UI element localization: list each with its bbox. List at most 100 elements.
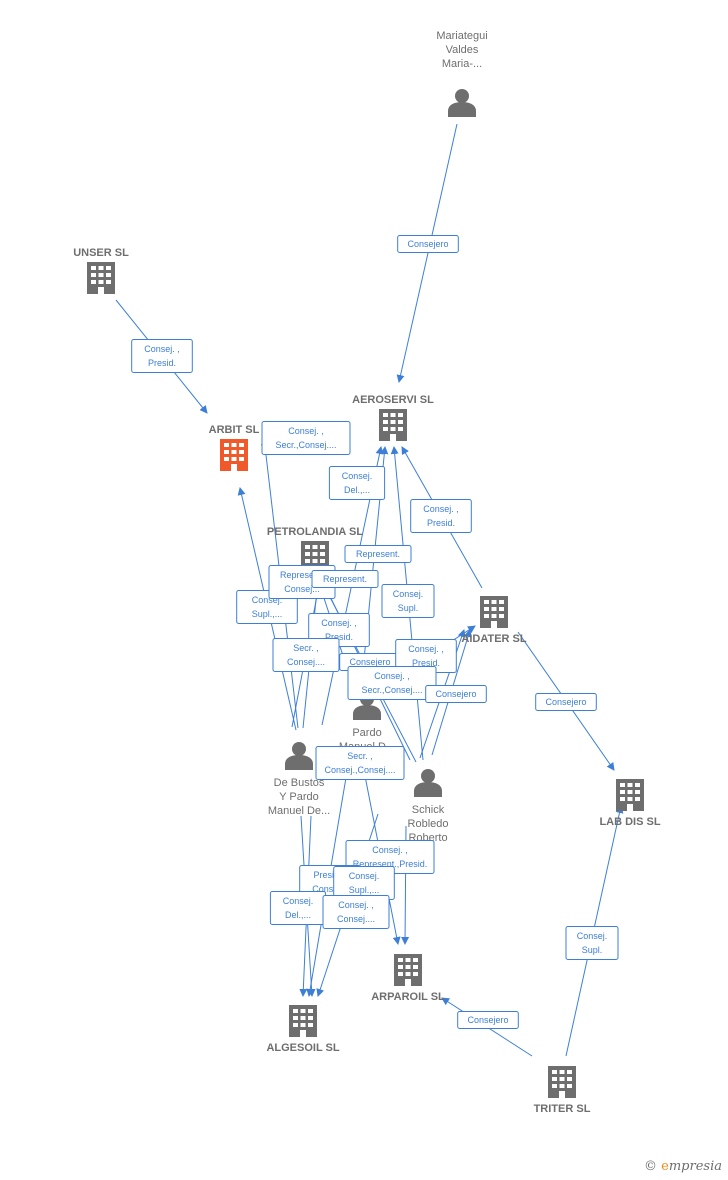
node-label-arparoil: ARPAROIL SL	[371, 991, 445, 1003]
edge-label-box	[381, 584, 435, 618]
edge-label-aidater-labdis[interactable]: Consejero	[535, 693, 597, 711]
edge-label-text: Presid.	[412, 658, 440, 668]
edge-label-text: Represent.	[280, 570, 324, 580]
edge-label-text: Secr. ,	[293, 643, 319, 653]
node-label-arbit: ARBIT SL	[209, 424, 260, 436]
edge-label-debustos-algesoil[interactable]: Consej. Supl.,...	[333, 866, 395, 900]
edge-label-box	[425, 685, 487, 703]
edge-label-text: Consejero	[349, 657, 390, 667]
edge-label-text: Consej.	[349, 871, 380, 881]
edge-label-text: Consej. ,	[372, 845, 408, 855]
company-node-arbit[interactable]: ARBIT SL	[209, 424, 260, 471]
edge-label-text: Del.,...	[344, 485, 370, 495]
edge-label-text: Consej...	[284, 584, 320, 594]
edge-label-text: Presid.	[427, 518, 455, 528]
edge-label-box	[261, 421, 351, 455]
brand-name: mpresia	[668, 1159, 722, 1174]
edge-label-text: Consej.,Consej....	[324, 765, 395, 775]
edge-label-pardo-aidater[interactable]: Consej. , Presid.	[395, 639, 457, 673]
copyright-symbol: ©	[644, 1159, 658, 1174]
building-icon	[220, 439, 248, 471]
node-label-algesoil: ALGESOIL SL	[266, 1042, 339, 1054]
edge-label-text: Presid.	[148, 358, 176, 368]
edge-label-text: Consejero	[435, 689, 476, 699]
edge-label-box	[131, 339, 193, 373]
building-icon	[548, 1066, 576, 1098]
edge-label-schick-algesoil[interactable]: Consej. ,Consej....	[322, 895, 390, 929]
edge-label-text: Represent.	[323, 574, 367, 584]
edge-label-text: Presid.	[325, 632, 353, 642]
edge-label-text: Consej.	[283, 896, 314, 906]
edge-label-pardo-aeroservi[interactable]: Represent.	[344, 545, 412, 563]
edge-label-text: Consej. ,	[321, 618, 357, 628]
edge-label-text: Consej. ,	[423, 504, 459, 514]
edge-label-debustos-arbit[interactable]: Consej. ,Secr.,Consej....	[261, 421, 351, 455]
edge-label-schick-arparoil[interactable]: Consej. , Represent.,Presid.	[345, 840, 435, 874]
building-icon	[480, 596, 508, 628]
edge-label-text: Supl.,...	[252, 609, 283, 619]
edge-label-debustos-aeroservi[interactable]: Consej.Del.,...	[328, 466, 386, 500]
edge-label-box	[315, 746, 405, 780]
edge-label-triter-labdis[interactable]: Consej.Supl.	[565, 926, 619, 960]
company-node-triter[interactable]: TRITER SL	[534, 1066, 591, 1115]
edge-label-text: Consej....	[287, 657, 325, 667]
edge-label-box	[344, 545, 412, 563]
company-node-arparoil[interactable]: ARPAROIL SL	[371, 954, 445, 1003]
edge-label-text: Consej. ,	[288, 426, 324, 436]
edge-label-text: Supl.,...	[349, 885, 380, 895]
edge-label-text: Consejero	[467, 1015, 508, 1025]
edge-label-box	[272, 638, 340, 672]
edge-label-debustos-algesoil[interactable]: Consej.Del.,...	[269, 891, 327, 925]
node-label-mariategui: Maria-...	[442, 58, 482, 70]
company-node-aeroservi[interactable]: AEROSERVI SL	[352, 394, 434, 441]
edge-label-text: Presid...	[313, 870, 346, 880]
edge-label-schick-aeroservi[interactable]: Consej. Supl.	[381, 584, 435, 618]
edge-label-schick-petrolandia[interactable]: Consej. , Secr.,Consej....	[347, 666, 437, 700]
edge-label-text: Consej.	[393, 589, 424, 599]
edge-label-text: Consej.	[252, 595, 283, 605]
node-label-mariategui: Mariategui	[436, 30, 487, 42]
building-icon	[379, 409, 407, 441]
node-label-schick: Schick	[412, 804, 445, 816]
edge-label-box	[328, 466, 386, 500]
node-label-debustos: De Bustos	[274, 777, 325, 789]
edge-label-unser-arbit[interactable]: Consej. ,Presid.	[131, 339, 193, 373]
person-node-mariategui[interactable]: MariateguiValdesMaria-...	[436, 30, 488, 117]
edge-label-text: Represent.,Presid.	[353, 859, 428, 869]
edge-label-debustos-arparoil[interactable]: Secr. , Consej.,Consej....	[315, 746, 405, 780]
company-node-labdis[interactable]: LAB DIS SL	[599, 779, 661, 828]
node-label-labdis: LAB DIS SL	[599, 816, 660, 828]
edge-label-text: Consej. ,	[374, 671, 410, 681]
edge-label-box	[535, 693, 597, 711]
edge-label-pardo-aidater[interactable]: Consejero	[425, 685, 487, 703]
node-label-petrolandia: PETROLANDIA SL	[267, 526, 363, 538]
edge-label-text: Consej. ,	[338, 900, 374, 910]
company-node-aidater[interactable]: AIDATER SL	[461, 596, 527, 645]
building-icon	[394, 954, 422, 986]
edge-label-text: Consejero	[545, 697, 586, 707]
company-node-unser[interactable]: UNSER SL	[73, 247, 129, 294]
edge-label-box	[410, 499, 472, 533]
company-node-algesoil[interactable]: ALGESOIL SL	[266, 1005, 340, 1054]
node-label-schick: Robledo	[408, 818, 449, 830]
edge-label-schick-petrolandia[interactable]: Represent.	[311, 570, 379, 588]
node-label-pardo: Pardo	[352, 727, 381, 739]
edge-label-text: Represent.	[356, 549, 400, 559]
edge-label-mariategui-aeroservi[interactable]: Consejero	[397, 235, 459, 253]
company-node-petrolandia[interactable]: PETROLANDIA SL	[267, 526, 363, 573]
edge-label-text: Consej. ,	[408, 644, 444, 654]
edge-label-text: Secr.,Consej....	[361, 685, 422, 695]
edge-label-text: Supl.	[398, 603, 419, 613]
edge-label-debustos-petrolandia[interactable]: Secr. , Consej....	[272, 638, 340, 672]
edge-label-box	[347, 666, 437, 700]
edge-label-text: Consejero	[407, 239, 448, 249]
building-icon	[616, 779, 644, 811]
edge-label-aidater-aeroservi[interactable]: Consej. , Presid.	[410, 499, 472, 533]
edge-label-text: Secr. ,	[347, 751, 373, 761]
edge-label-triter-arparoil[interactable]: Consejero	[457, 1011, 519, 1029]
footer-brand: © empresia	[644, 1159, 722, 1174]
